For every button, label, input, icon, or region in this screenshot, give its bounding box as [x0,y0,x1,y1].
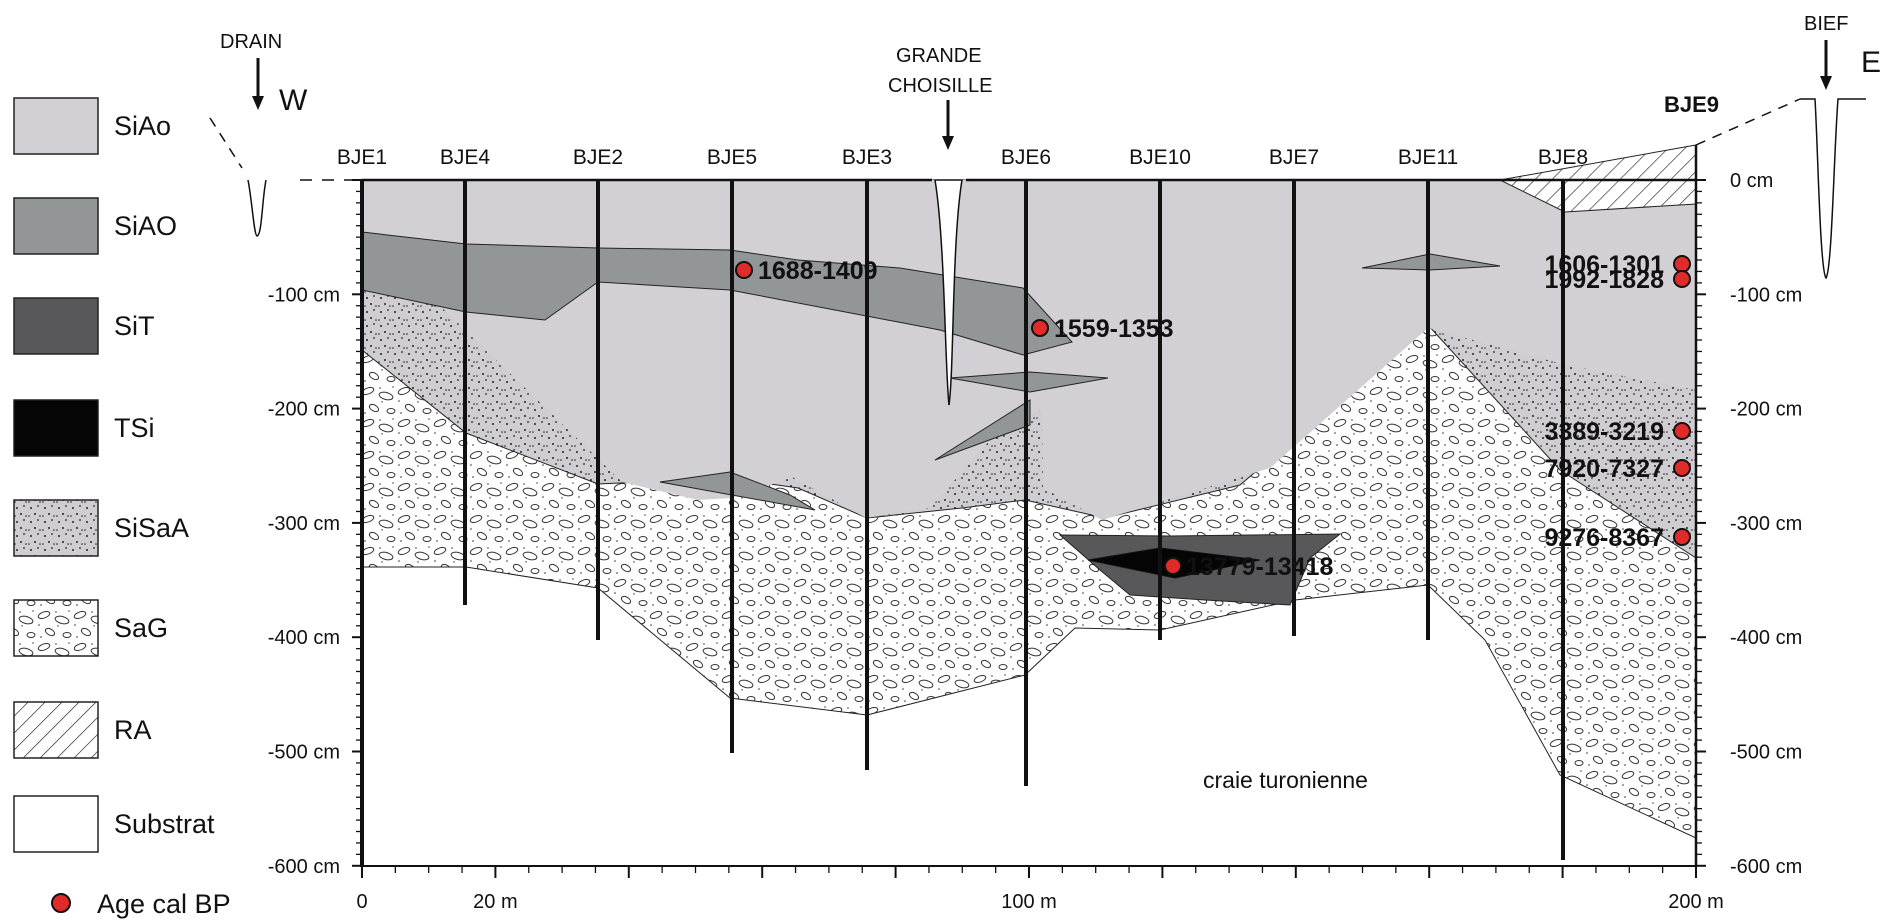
core-label-bje10: BJE10 [1129,146,1191,169]
right-depth-label: -100 cm [1730,284,1802,306]
left-depth-label: -100 cm [268,284,340,306]
left-depth-label: -500 cm [268,742,340,764]
age-marker-icon [1673,255,1691,273]
siao-lens-3 [1361,253,1501,271]
left-depth-label: -200 cm [268,399,340,421]
right-depth-label: -600 cm [1730,856,1802,878]
left-depth-label: -600 cm [268,856,340,878]
stratigraphy-layers [361,144,1697,866]
legend-swatch-sit [13,297,99,355]
age-marker-icon [1673,422,1691,440]
bief-arrow-icon [1820,76,1832,90]
cores: BJE1 BJE4 BJE2 BJE5 BJE3 BJE6 BJE10 BJE7 BJE11 BJ… [337,146,1588,867]
core-label-bje5: BJE5 [707,146,757,169]
age-marker-icon [1673,459,1691,477]
right-depth-label: -400 cm [1730,627,1802,649]
age-marker-icon [1031,319,1049,337]
core-label-bje4: BJE4 [440,146,491,169]
legend-swatch-sisaa [13,499,99,557]
legend-label-siao: SiAo [114,111,171,141]
distance-label: 0 [356,891,367,913]
legend-label-age: Age cal BP [97,889,231,919]
legend-label-sit: SiT [114,311,155,341]
age-label: 13779-13418 [1186,553,1333,581]
siao-upper-layer [361,231,1073,356]
left-depth-label: -400 cm [268,627,340,649]
bje9-label: BJE9 [1664,92,1719,117]
bief-label: BIEF [1804,13,1848,35]
legend-label-substrat: Substrat [114,809,215,839]
age-marker-icon [1673,270,1691,288]
left-depth-axis: -100 cm -200 cm -300 cm -400 cm -500 cm -600 … [268,179,364,878]
grande-choisille-channel [934,179,963,406]
right-depth-label: -200 cm [1730,399,1802,421]
legend-swatch-siao [13,97,99,155]
distance-axis: 0 20 m 100 m 200 m [356,866,1724,913]
legend-swatch-siao-upper [13,197,99,255]
grande-choisille-label-line1: GRANDE [896,45,982,67]
legend-label-siao-upper: SiAO [114,211,177,241]
legend-label-sisaa: SiSaA [114,513,189,543]
distance-label: 200 m [1668,891,1724,913]
core-label-bje7: BJE7 [1269,146,1319,169]
core-label-bje8: BJE8 [1538,146,1588,169]
legend-swatch-substrat [13,795,99,853]
west-label: W [279,84,308,117]
drain-arrow-icon [252,96,264,110]
distance-label: 20 m [473,891,517,913]
siao-wedge-lower [659,471,816,511]
east-label: E [1861,46,1881,79]
age-marker-icon [1164,557,1182,575]
siao-lens-1 [949,371,1109,393]
age-label: 9276-8367 [1544,524,1664,552]
core-label-bje6: BJE6 [1001,146,1051,169]
drain-label: DRAIN [220,31,282,53]
age-label: 3389-3219 [1544,418,1664,446]
legend-label-sag: SaG [114,613,168,643]
legend-swatch-tsi [13,399,99,457]
top-annotations: DRAIN W GRANDE CHOISILLE BIEF E BJE9 [220,13,1881,150]
age-markers: 1688-1409 1559-1353 13779-13418 1606-130119… [735,251,1691,581]
age-label: 1606-1301 [1544,251,1664,279]
age-marker-icon [1673,528,1691,546]
right-depth-label: -500 cm [1730,742,1802,764]
legend-age-marker-icon [51,893,71,913]
siao-lens-2 [934,399,1031,461]
drain-channel [247,179,267,237]
bief-channel [1800,98,1866,280]
left-depth-label: -300 cm [268,513,340,535]
age-marker-icon [735,261,753,279]
age-label: 1688-1409 [758,257,878,285]
age-label: 1992-1828 [1544,266,1664,294]
core-label-bje11: BJE11 [1398,146,1458,169]
legend-swatch-ra [13,701,99,759]
core-label-bje2: BJE2 [573,146,623,169]
age-label: 7920-7327 [1544,455,1664,483]
grande-choisille-arrow-icon [942,136,954,150]
core-label-bje3: BJE3 [842,146,892,169]
right-depth-label: 0 cm [1730,170,1773,192]
core-label-bje1: BJE1 [337,146,387,169]
grande-choisille-label-line2: CHOISILLE [888,75,992,97]
legend-label-ra: RA [114,715,152,745]
legend: SiAo SiAO SiT TSi SiSaA SaG RA Substrat … [13,97,231,919]
substrate-label: craie turonienne [1203,767,1368,793]
right-depth-axis: 0 cm -100 cm -200 cm -300 cm -400 cm -500 cm -… [1696,170,1802,878]
legend-swatch-sag [13,599,99,657]
distance-label: 100 m [1001,891,1057,913]
right-depth-label: -300 cm [1730,513,1802,535]
legend-label-tsi: TSi [114,413,155,443]
age-label: 1559-1353 [1054,315,1174,343]
